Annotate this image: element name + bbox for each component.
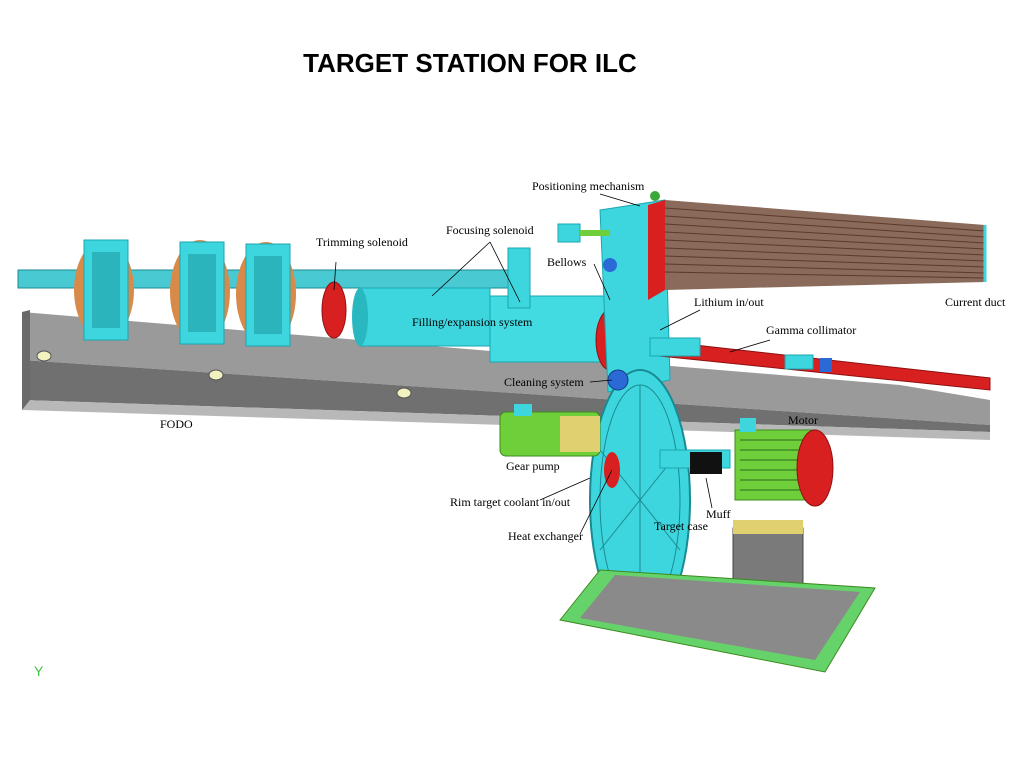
label-heat-exchanger: Heat exchanger [508, 529, 583, 543]
label-rim-target-coolant: Rim target coolant in/out [450, 495, 571, 509]
label-trimming-solenoid: Trimming solenoid [316, 235, 408, 249]
label-target-case: Target case [654, 519, 708, 533]
label-gear-pump: Gear pump [506, 459, 560, 473]
focusing-solenoid-body [352, 247, 625, 371]
label-focusing-solenoid: Focusing solenoid [446, 223, 534, 237]
label-bellows: Bellows [547, 255, 587, 269]
label-fodo: FODO [160, 417, 193, 431]
axis-marker: Y [34, 663, 44, 679]
fodo-magnet-2 [170, 240, 230, 345]
trimming-solenoid-disc [321, 281, 347, 339]
label-positioning-mechanism: Positioning mechanism [532, 179, 645, 193]
label-lithium-in-out: Lithium in/out [694, 295, 764, 309]
label-gamma-collimator: Gamma collimator [766, 323, 856, 337]
positioning-mechanism [557, 191, 660, 243]
label-cleaning-system: Cleaning system [504, 375, 584, 389]
gamma-collimator [649, 337, 991, 391]
gear-pump [499, 404, 601, 457]
label-muff: Muff [706, 507, 730, 521]
current-duct [648, 200, 987, 300]
fodo-magnets [74, 239, 296, 347]
fodo-magnet-1 [74, 239, 134, 341]
label-filling-expansion-system: Filling/expansion system [412, 315, 533, 329]
page-title: TARGET STATION FOR ILC [303, 48, 637, 78]
fodo-magnet-3 [236, 242, 296, 347]
base-plate [559, 569, 876, 673]
label-motor: Motor [788, 413, 818, 427]
callout-labels: Positioning mechanism Trimming solenoid … [160, 179, 1006, 543]
label-current-duct: Current duct [945, 295, 1006, 309]
